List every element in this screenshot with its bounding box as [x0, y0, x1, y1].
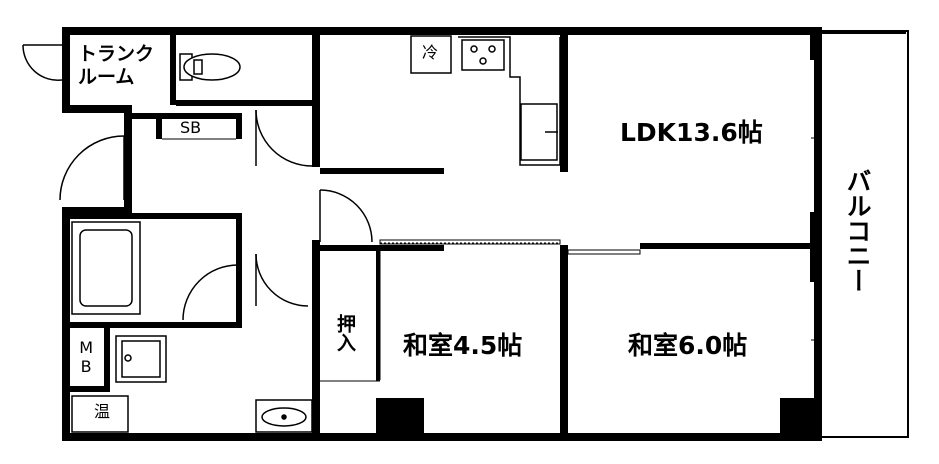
room-label-ldk: LDK13.6帖: [620, 118, 763, 147]
room-label-water-heater: 温: [94, 402, 111, 421]
bathtub: [71, 221, 141, 315]
room-label-oshiire: 押入: [334, 314, 356, 352]
interior-walls: [62, 27, 822, 441]
stove: [461, 39, 505, 71]
refrigerator-box: [410, 35, 452, 74]
room-label-refrigerator: 冷: [422, 43, 439, 62]
toilet: [179, 53, 241, 81]
washer-pan: [115, 335, 167, 383]
kitchen-sink: [458, 36, 561, 166]
room-label-balcony: バルコニー: [843, 168, 872, 293]
sliding-doors: [379, 60, 821, 403]
room-label-trunk-room: トランク ルーム: [78, 43, 155, 88]
swing-doors: [22, 44, 373, 321]
washbasin: [255, 399, 313, 433]
heater-box: [71, 395, 129, 433]
balcony-area: [817, 30, 909, 438]
room-label-washitsu-6: 和室6.0帖: [628, 331, 748, 360]
room-label-meter-box: MB: [76, 338, 96, 376]
room-label-shoe-box: SB: [180, 118, 202, 137]
room-label-washitsu-45: 和室4.5帖: [403, 331, 523, 360]
